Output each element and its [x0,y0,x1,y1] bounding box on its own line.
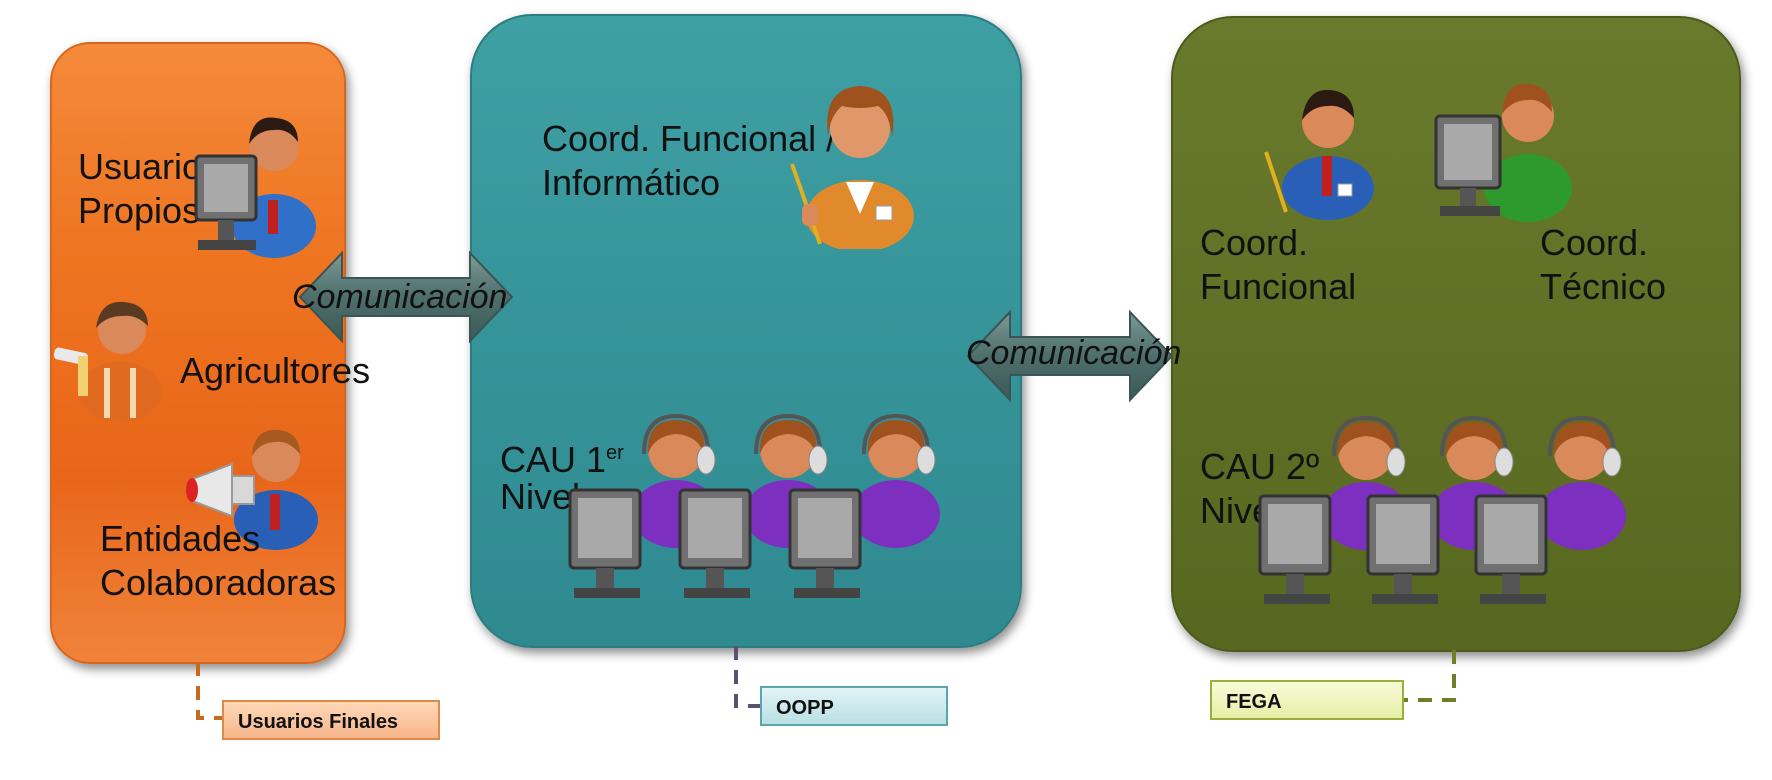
fega-legend-connector [1404,650,1456,702]
oopp-cau-line1: CAU 1er [500,439,624,480]
entidades-line2: Colaboradoras [100,562,337,603]
fega-coord-tecnico-line1: Coord. [1540,222,1649,263]
farmer-icon [53,301,162,422]
female-coordinator-icon [790,86,914,249]
oopp-cau-line2: Nivel [500,476,581,517]
male-coordinator-icon [1264,89,1374,220]
communication-arrow-1 [298,250,514,344]
usuarios-propios-line2: Propios [78,190,201,231]
call-center-agents-fega-icon [1258,415,1626,604]
user-at-computer-icon [194,117,316,258]
call-center-agent-icon [568,413,940,598]
oopp-legend: OOPP [760,686,948,726]
fega-coord-funcional-line1: Coord. [1200,222,1309,263]
communication-label-2: Comunicación [966,334,1182,372]
entidades-line1: Entidades [100,518,261,559]
communication-label-1: Comunicación [292,278,508,316]
megaphone-user-icon [186,429,318,550]
oopp-legend-connector [734,646,760,708]
communication-arrow-2 [966,309,1174,403]
oopp-coord-line2: Informático [542,162,721,203]
agricultores-label: Agricultores [180,350,371,391]
technician-at-computer-icon [1434,83,1572,222]
fega-coord-funcional-line2: Funcional [1200,266,1357,307]
oopp-coord-line1: Coord. Funcional / [542,118,837,159]
fega-coord-tecnico-line2: Técnico [1540,266,1667,307]
usuarios-finales-legend: Usuarios Finales [222,700,440,740]
fega-cau-line1: CAU 2º [1200,446,1320,487]
fega-legend: FEGA [1210,680,1404,720]
usuarios-legend-connector [196,662,222,720]
